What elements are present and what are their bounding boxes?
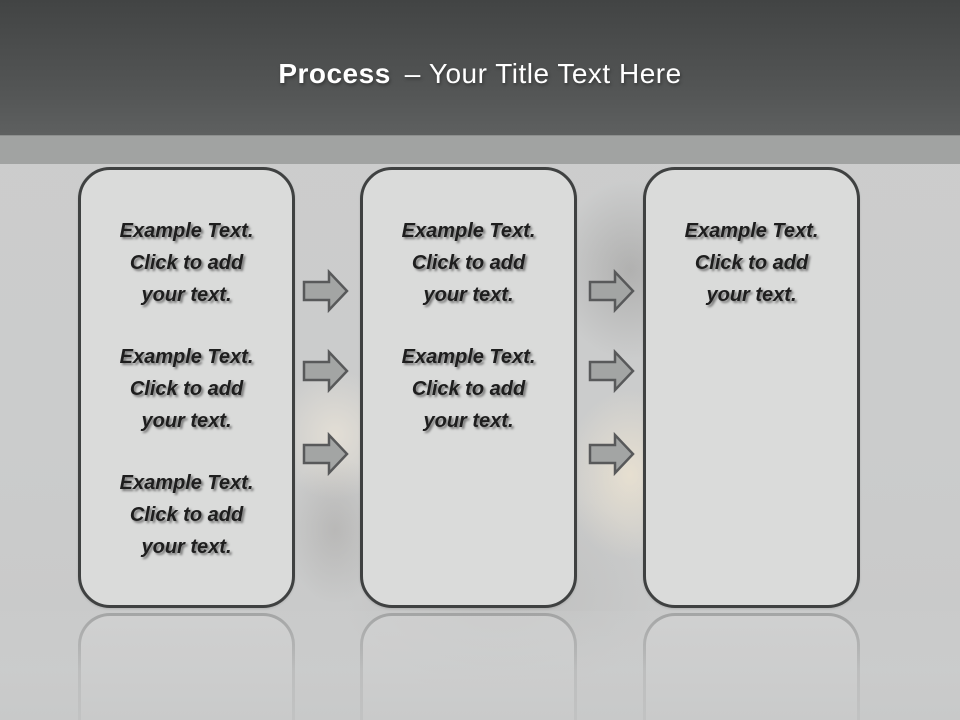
title-separator: – — [404, 58, 421, 89]
page-title: Process–Your Title Text Here — [278, 0, 681, 91]
title-bar: Process–Your Title Text Here — [0, 0, 960, 135]
arrow-right-icon — [302, 349, 350, 393]
arrow-right-icon — [302, 432, 350, 476]
title-emphasis: Process — [278, 58, 391, 89]
placeholder-text[interactable]: Example Text. Click to add your text. — [119, 346, 254, 432]
accent-band — [0, 135, 960, 164]
placeholder-text[interactable]: Example Text. Click to add your text. — [119, 220, 254, 306]
arrow-right-icon — [588, 269, 636, 313]
placeholder-text[interactable]: Example Text. Click to add your text. — [119, 472, 254, 558]
process-box-2[interactable]: Example Text. Click to add your text. Ex… — [360, 167, 577, 608]
placeholder-text[interactable]: Example Text. Click to add your text. — [401, 346, 536, 432]
placeholder-text[interactable]: Example Text. Click to add your text. — [401, 220, 536, 306]
arrow-right-icon — [588, 432, 636, 476]
arrow-right-icon — [302, 269, 350, 313]
title-rest: Your Title Text Here — [428, 58, 682, 89]
placeholder-text[interactable]: Example Text. Click to add your text. — [684, 220, 819, 306]
process-box-1[interactable]: Example Text. Click to add your text. Ex… — [78, 167, 295, 608]
process-box-3[interactable]: Example Text. Click to add your text. — [643, 167, 860, 608]
arrow-right-icon — [588, 349, 636, 393]
reflection-fade — [0, 611, 960, 720]
